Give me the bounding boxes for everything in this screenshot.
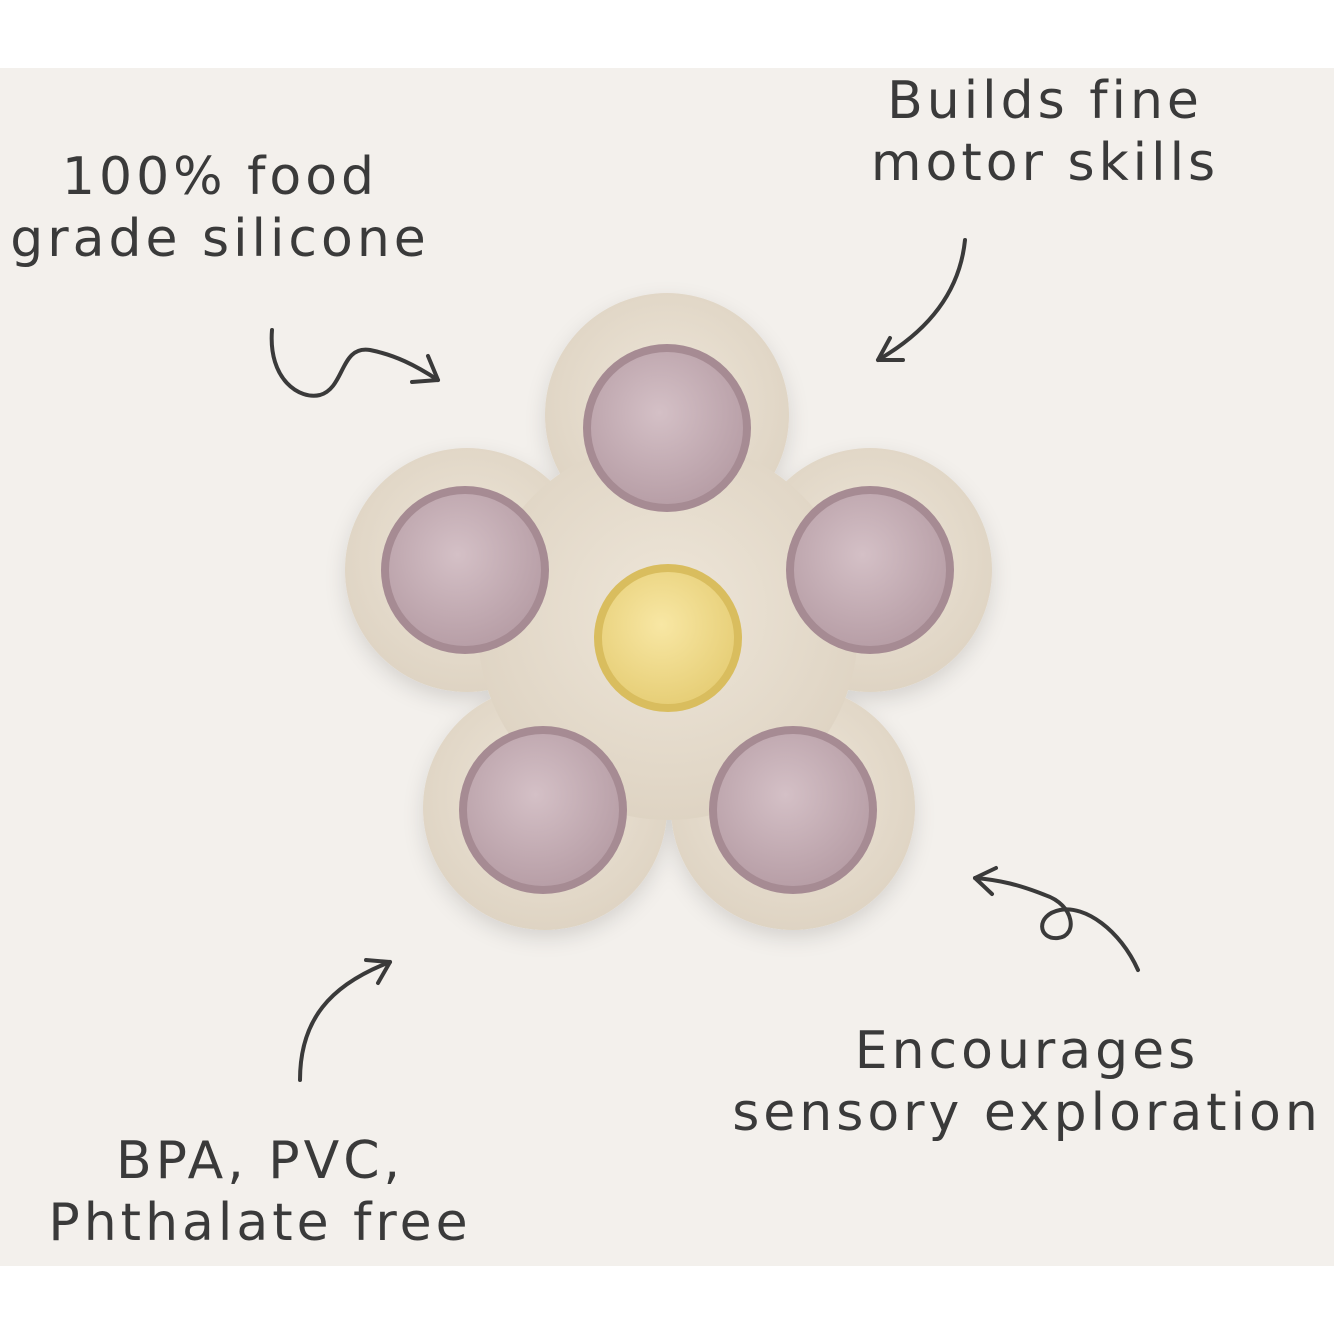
callout-bpa-free-line-2: Phthalate free <box>48 1193 472 1254</box>
callout-sensory-line-2: sensory exploration <box>732 1083 1322 1144</box>
callout-food-grade-line-2: grade silicone <box>10 209 430 270</box>
callout-food-grade-line-1: 100% food <box>61 147 379 207</box>
arrow-bottom-right-icon <box>973 876 1140 972</box>
arrow-top-right-icon <box>876 238 967 362</box>
callout-sensory: Encourages sensory exploration <box>720 1020 1334 1145</box>
callout-bpa-free-line-1: BPA, PVC, <box>115 1131 405 1191</box>
callout-sensory-line-1: Encourages <box>854 1021 1200 1081</box>
arrow-top-left-icon <box>269 328 440 398</box>
callout-motor-skills-line-1: Builds fine <box>887 71 1203 131</box>
callout-food-grade: 100% food grade silicone <box>0 146 440 271</box>
callout-motor-skills-line-2: motor skills <box>870 133 1220 194</box>
callout-bpa-free: BPA, PVC, Phthalate free <box>20 1130 500 1255</box>
arrow-bottom-left-icon <box>298 960 392 1082</box>
callout-motor-skills: Builds fine motor skills <box>850 70 1240 195</box>
